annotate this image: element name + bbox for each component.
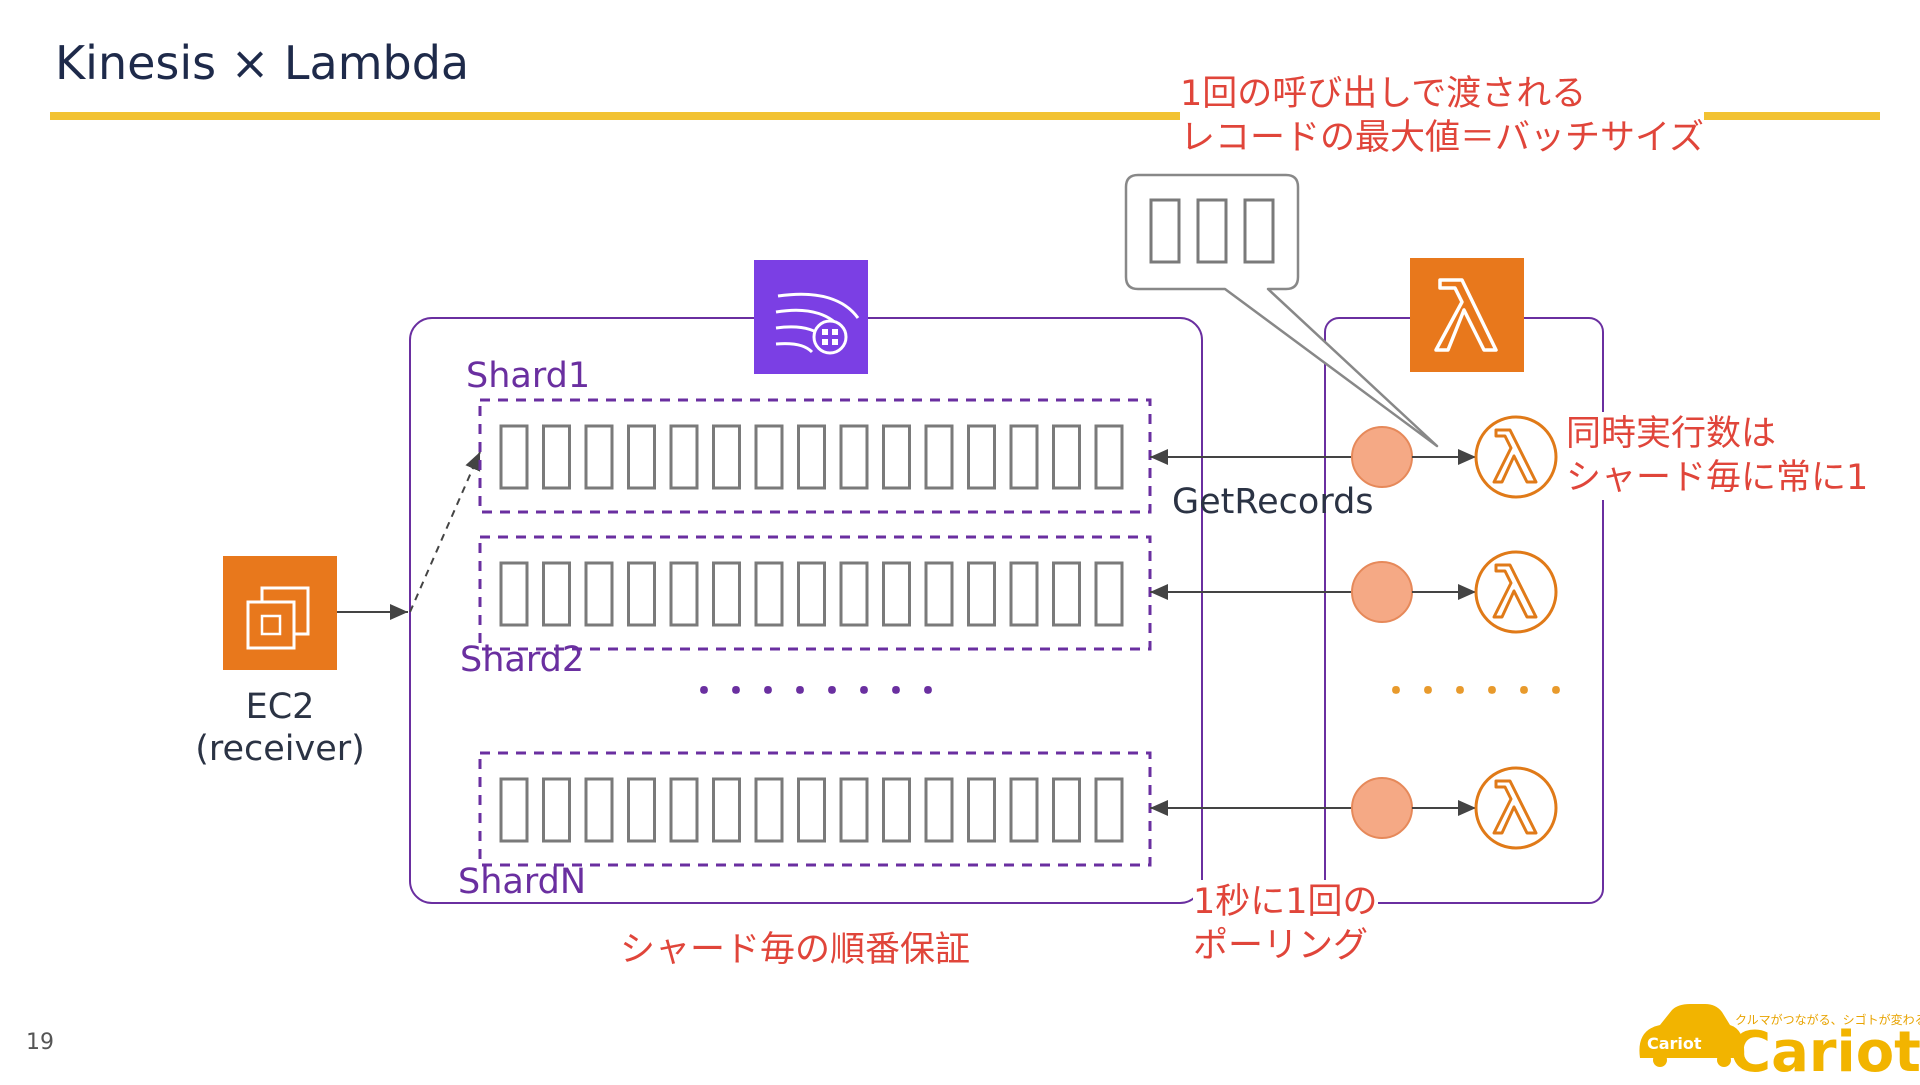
batch-size-line1: 1回の呼び出しで渡される xyxy=(1180,74,1587,114)
lambda-function-icon xyxy=(1474,415,1558,499)
record-cell xyxy=(967,561,996,627)
record-cell xyxy=(627,424,656,490)
record-cell xyxy=(1052,561,1081,627)
concurrency-line2: シャード毎に常に1 xyxy=(1566,458,1869,498)
batch-size-line2: レコードの最大値＝バッチサイズ xyxy=(1180,118,1704,158)
record-cell xyxy=(584,424,614,490)
record-cell xyxy=(1094,424,1124,490)
ec2-name: EC2 xyxy=(245,687,315,727)
record-cell xyxy=(839,424,869,490)
record-cell xyxy=(669,561,699,627)
logo-badge-text: Cariot xyxy=(1647,1034,1702,1053)
polling-line2: ポーリング xyxy=(1193,926,1369,966)
record-cell xyxy=(542,424,571,490)
shard-n-label: ShardN xyxy=(458,862,587,902)
record-cell xyxy=(754,561,784,627)
record-cell xyxy=(499,424,529,490)
shard-ellipsis: ・・・・・・・・ xyxy=(688,672,945,710)
record-cell xyxy=(712,561,741,627)
record-cell xyxy=(499,561,529,627)
polling-annotation: 1秒に1回の ポーリング xyxy=(1193,880,1378,968)
shard-1-label: Shard1 xyxy=(466,356,591,396)
lambda-function-icon xyxy=(1474,550,1558,634)
record-cell xyxy=(839,777,869,843)
record-cell xyxy=(924,777,954,843)
record-cell xyxy=(1009,424,1039,490)
concurrency-line1: 同時実行数は xyxy=(1566,414,1777,454)
record-cell xyxy=(542,561,571,627)
record-cell xyxy=(1094,777,1124,843)
lambda-ellipsis: ・・・・・・ xyxy=(1380,672,1573,710)
ec2-label: EC2 (receiver) xyxy=(180,686,380,770)
lambda-icon xyxy=(1410,258,1524,372)
kinesis-data-streams-icon xyxy=(754,260,868,374)
kinesis-stream-group xyxy=(409,317,1203,904)
lambda-function-icon xyxy=(1474,766,1558,850)
record-cell xyxy=(839,561,869,627)
record-cell xyxy=(584,561,614,627)
title-underline xyxy=(50,112,1880,120)
concurrency-annotation: 同時実行数は シャード毎に常に1 xyxy=(1566,412,1869,500)
record-cell xyxy=(669,424,699,490)
record-cell xyxy=(499,777,529,843)
record-cell xyxy=(967,777,996,843)
record-cell xyxy=(882,561,911,627)
record-cell xyxy=(797,777,826,843)
page-number: 19 xyxy=(26,1030,54,1055)
record-cell xyxy=(627,777,656,843)
batch-size-annotation: 1回の呼び出しで渡される レコードの最大値＝バッチサイズ xyxy=(1180,72,1704,160)
record-cell xyxy=(1052,777,1081,843)
record-cell xyxy=(882,777,911,843)
record-cell xyxy=(584,777,614,843)
record-cell xyxy=(797,424,826,490)
batch-speech-bubble xyxy=(1124,173,1439,448)
record-cell xyxy=(669,777,699,843)
shard-2-label: Shard2 xyxy=(460,640,585,680)
record-cell xyxy=(1009,777,1039,843)
record-cell xyxy=(712,777,741,843)
poller-circle-icon xyxy=(1351,561,1413,623)
slide-title: Kinesis × Lambda xyxy=(55,36,470,90)
record-cell xyxy=(882,424,911,490)
ec2-role: (receiver) xyxy=(195,729,365,769)
get-records-label: GetRecords xyxy=(1172,482,1374,522)
record-cell xyxy=(754,777,784,843)
record-cell xyxy=(712,424,741,490)
record-cell xyxy=(1052,424,1081,490)
record-cell xyxy=(967,424,996,490)
poller-circle-icon xyxy=(1351,777,1413,839)
ordering-annotation: シャード毎の順番保証 xyxy=(620,930,971,970)
logo-name: Cariot xyxy=(1730,1020,1920,1085)
record-cells xyxy=(499,424,1124,843)
record-cell xyxy=(627,561,656,627)
ec2-icon xyxy=(223,556,337,670)
record-cell xyxy=(754,424,784,490)
logo-tagline: クルマがつながる、シゴトが変わる xyxy=(1735,1013,1920,1027)
shard-2-box xyxy=(478,535,1152,651)
record-cell xyxy=(924,561,954,627)
poller-circle-icon xyxy=(1351,426,1413,488)
record-cell xyxy=(1009,561,1039,627)
record-cell xyxy=(1094,561,1124,627)
record-cell xyxy=(924,424,954,490)
shard-1-box xyxy=(478,398,1152,514)
record-cell xyxy=(542,777,571,843)
record-cell xyxy=(797,561,826,627)
polling-line1: 1秒に1回の xyxy=(1193,882,1378,922)
shard-n-box xyxy=(478,751,1152,867)
cariot-logo-icon xyxy=(1639,1004,1745,1067)
